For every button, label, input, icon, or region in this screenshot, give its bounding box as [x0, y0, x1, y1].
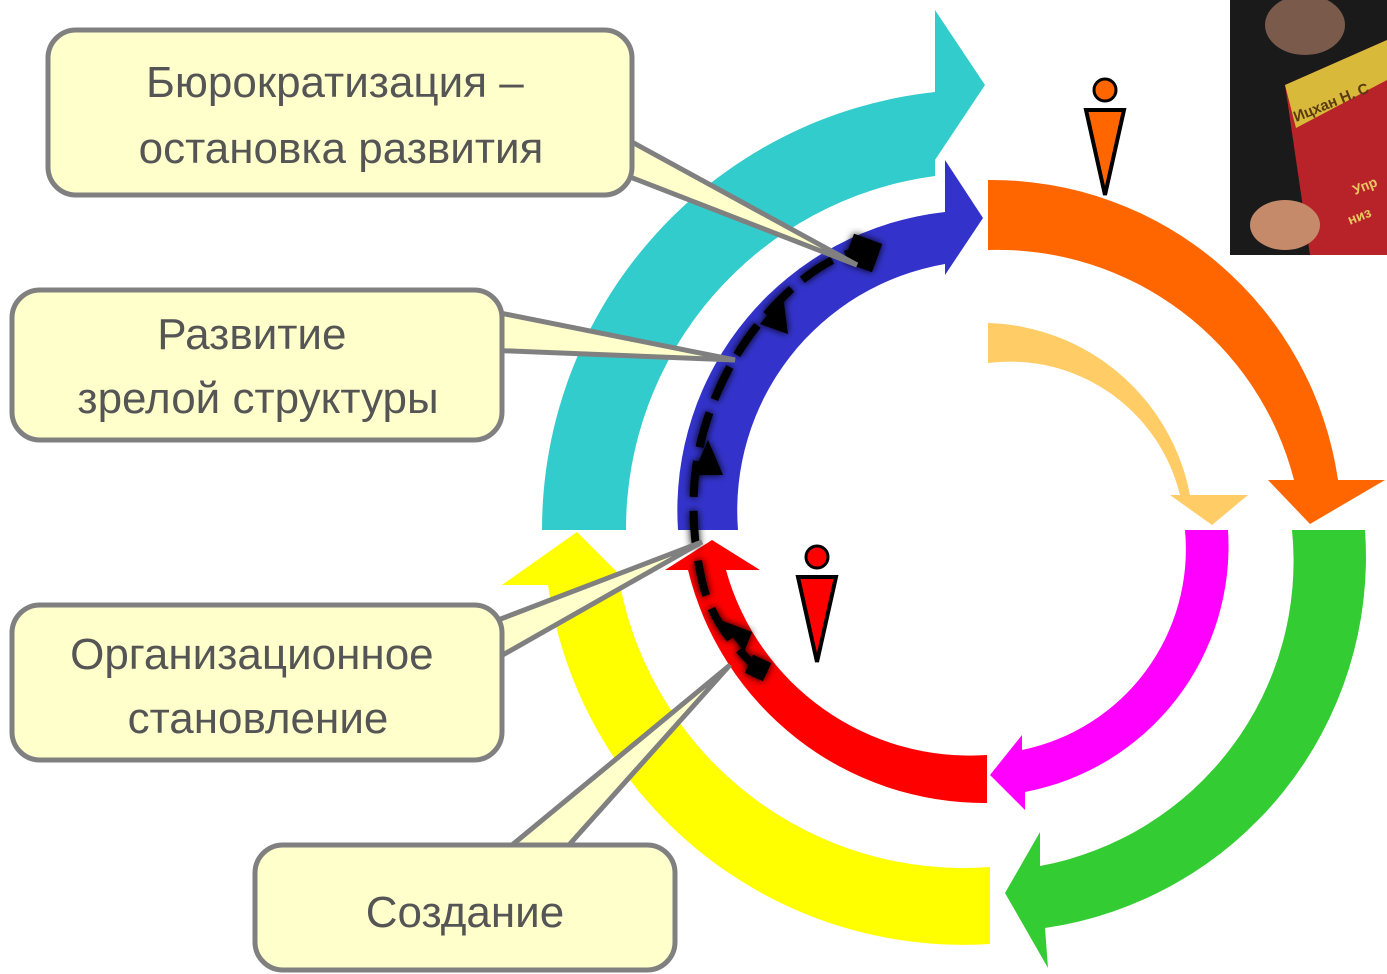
inner-arrow-light-orange — [988, 323, 1248, 525]
photo-face — [1265, 0, 1345, 55]
callout-bureaucratization: Бюрократизация – остановка развития — [45, 27, 859, 268]
inner-arrow-magenta — [990, 530, 1229, 810]
callout-text: Создание — [366, 888, 564, 937]
outer-arrow-green — [1005, 530, 1366, 968]
outer-arrow-turquoise — [541, 10, 985, 530]
trajectory-head-3 — [760, 296, 788, 334]
outer-arrow-yellow — [502, 532, 990, 945]
callout-box — [252, 842, 678, 973]
callout-creation: Создание — [252, 663, 732, 973]
trajectory-head-1 — [720, 620, 752, 652]
photo: Ицхан Н. С Упр низ — [1230, 0, 1387, 255]
callout-box — [45, 27, 635, 198]
callout-box — [9, 602, 505, 763]
callout-box — [9, 287, 505, 443]
photo-hand — [1250, 200, 1320, 250]
person-figure-red — [795, 544, 839, 663]
inner-arrow-blue — [677, 160, 983, 530]
outer-ring — [502, 10, 1385, 968]
trajectory-line — [689, 246, 863, 679]
callout-formation: Организационное становление — [9, 539, 704, 763]
callout-text: Развитие зрелой структуры — [77, 310, 438, 423]
callout-development: Развитие зрелой структуры — [9, 287, 736, 443]
callout-text: Бюрократизация – остановка развития — [139, 58, 544, 173]
trajectory-start-marker — [744, 654, 772, 682]
outer-arrow-orange — [988, 179, 1385, 524]
photo-book-spine — [1285, 40, 1387, 128]
person-figure-orange — [1083, 77, 1127, 196]
trajectory-head-2 — [693, 440, 723, 475]
callout-text: Организационное становление — [70, 630, 446, 743]
